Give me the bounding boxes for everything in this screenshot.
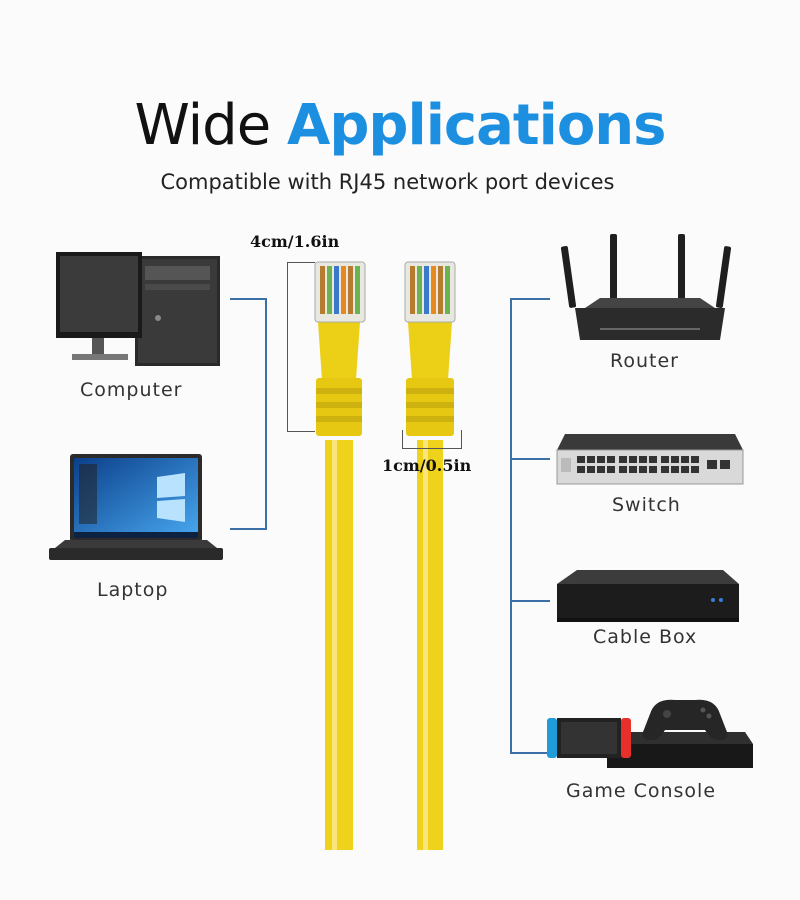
device-label-cable-box: Cable Box bbox=[593, 626, 698, 648]
width-bracket-left bbox=[402, 430, 403, 449]
device-label-switch: Switch bbox=[612, 494, 681, 516]
device-label-game-console: Game Console bbox=[566, 780, 717, 802]
page-subtitle: Compatible with RJ45 network port device… bbox=[160, 170, 615, 194]
desktop-computer-icon bbox=[50, 248, 225, 368]
length-bracket-bottom bbox=[287, 431, 315, 432]
device-label-router: Router bbox=[610, 350, 679, 372]
width-bracket-right bbox=[461, 430, 462, 449]
device-label-laptop: Laptop bbox=[97, 579, 169, 601]
cable-box-icon bbox=[555, 566, 740, 626]
left-connector-tick-bottom bbox=[230, 528, 267, 530]
right-connector-tick-cablebox bbox=[510, 600, 550, 602]
right-connector-tick-console bbox=[510, 752, 550, 754]
width-bracket bbox=[402, 448, 462, 449]
connector-width-label: 1cm/0.5in bbox=[382, 456, 472, 475]
connector-length-label: 4cm/1.6in bbox=[250, 232, 340, 251]
right-connector-tick-router bbox=[510, 298, 550, 300]
left-connector-line bbox=[265, 298, 267, 530]
router-icon bbox=[560, 232, 740, 347]
ethernet-cable-icon bbox=[300, 250, 470, 850]
game-console-icon bbox=[545, 692, 755, 772]
page-title: Wide Applications bbox=[0, 92, 800, 160]
laptop-icon bbox=[45, 452, 225, 572]
length-bracket bbox=[287, 262, 288, 432]
length-bracket-top bbox=[287, 262, 315, 263]
title-word-applications: Applications bbox=[286, 93, 667, 158]
title-word-wide: Wide bbox=[134, 93, 271, 158]
right-connector-line bbox=[510, 298, 512, 754]
network-switch-icon bbox=[555, 432, 745, 487]
left-connector-tick-top bbox=[230, 298, 267, 300]
device-label-computer: Computer bbox=[80, 379, 183, 401]
right-connector-tick-switch bbox=[510, 458, 550, 460]
